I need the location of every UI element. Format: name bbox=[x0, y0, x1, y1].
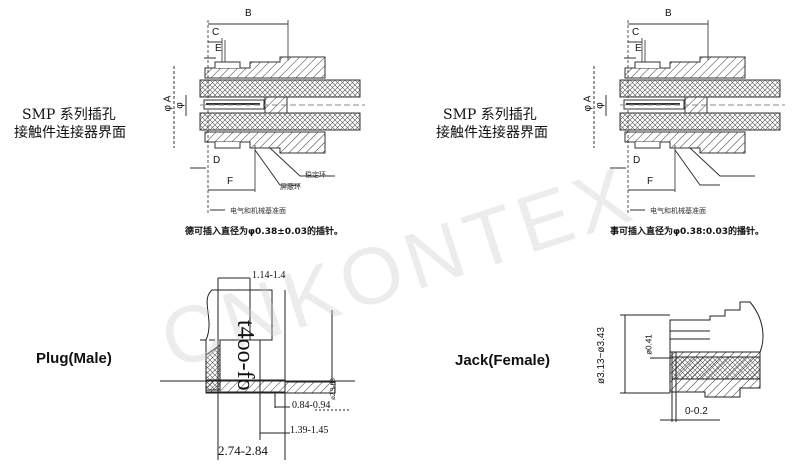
dim-e-right: E bbox=[635, 43, 642, 54]
plug-dim-rotated: t4oo-fo bbox=[232, 320, 258, 391]
callout-stabilizing-ring: 稳定环 bbox=[305, 171, 326, 179]
dim-b-right: B bbox=[665, 8, 672, 19]
dim-d-right: D bbox=[633, 155, 641, 166]
dim-e: E bbox=[215, 43, 222, 54]
jack-drawing bbox=[620, 301, 764, 422]
ref-plane-label: 电气和机械基准面 bbox=[230, 207, 286, 215]
dim-phi-right: φ bbox=[594, 102, 606, 109]
left-title-line1: SMP 系列插孔 bbox=[22, 107, 116, 123]
dim-c: C bbox=[212, 27, 220, 38]
right-title-line1: SMP 系列插孔 bbox=[443, 107, 537, 123]
dim-c-right: C bbox=[632, 27, 640, 38]
ref-plane-label-right: 电气和机械基准面 bbox=[650, 207, 706, 215]
dim-phi: φ bbox=[174, 102, 186, 109]
dim-f-right: F bbox=[647, 176, 654, 187]
jack-label: Jack(Female) bbox=[455, 352, 551, 369]
plug-dim-1: 1.14-1.4 bbox=[252, 270, 286, 281]
jack-dim-gap: 0-0.2 bbox=[685, 406, 708, 417]
jack-dim-pin: ø0.41 bbox=[644, 334, 654, 355]
plug-dim-3: 1.39-1.45 bbox=[290, 425, 329, 436]
right-note: 事可插入直径为φ0.38:0.03的播针。 bbox=[610, 227, 765, 237]
left-title-line2: 接触件连接器界面 bbox=[14, 125, 126, 141]
right-title-line2: 接触件连接器界面 bbox=[436, 125, 548, 141]
left-section-drawing bbox=[173, 19, 366, 216]
plug-label: Plug(Male) bbox=[36, 350, 112, 367]
jack-dim-diameter: ø3.13~ø3.43 bbox=[595, 327, 607, 384]
callout-shield-ring: 屏蔽环 bbox=[280, 183, 301, 191]
plug-drawing bbox=[160, 277, 355, 460]
dim-phi-a: φ A bbox=[162, 95, 174, 112]
plug-dim-small: ø2.9-03 bbox=[328, 378, 337, 400]
plug-dim-4: 2.74-2.84 bbox=[218, 443, 268, 458]
plug-dim-2: 0.84-0.94 bbox=[292, 400, 331, 411]
dim-b: B bbox=[245, 8, 252, 19]
left-note: 德可插入直径为φ0.38±0.03的插针。 bbox=[185, 227, 343, 237]
dim-f: F bbox=[227, 176, 234, 187]
dim-phi-a-right: φ A bbox=[582, 95, 594, 112]
dim-d: D bbox=[213, 155, 221, 166]
